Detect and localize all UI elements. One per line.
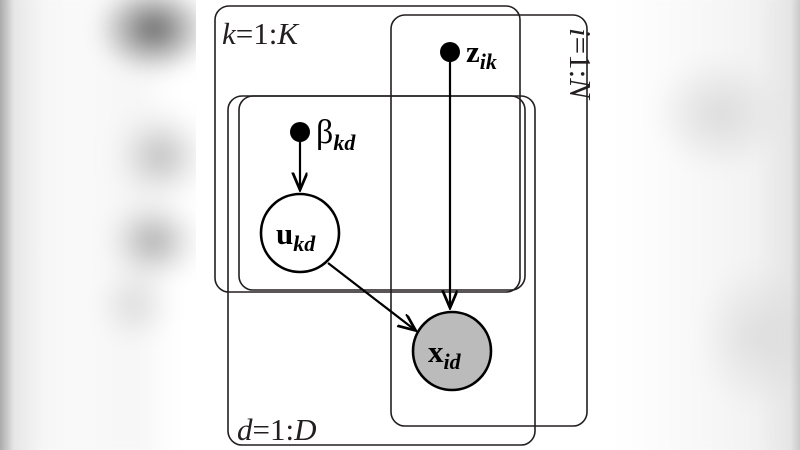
node-beta-label: βkd xyxy=(316,114,356,155)
plate-n: i=1:N xyxy=(390,14,598,427)
node-u-label: ukd xyxy=(276,216,316,256)
node-x[interactable]: xid xyxy=(411,310,493,392)
node-u-circle[interactable] xyxy=(259,192,341,274)
node-x-label: xid xyxy=(428,334,462,374)
plate-k-label: k=1:K xyxy=(222,16,300,51)
node-z[interactable]: zik xyxy=(440,34,497,74)
node-u[interactable]: ukd xyxy=(259,192,341,274)
plate-d: d=1:D xyxy=(227,95,536,447)
plate-k: k=1:K xyxy=(214,5,521,293)
node-x-circle[interactable] xyxy=(411,310,493,392)
plate-d-border xyxy=(227,95,536,446)
node-beta-dot[interactable] xyxy=(290,122,310,142)
node-z-label: zik xyxy=(466,34,497,74)
node-beta[interactable]: βkd xyxy=(290,114,356,155)
plate-n-label: i=1:N xyxy=(563,28,598,101)
plate-n-border xyxy=(390,14,588,427)
plate-k-border xyxy=(214,5,521,293)
plate-d-label: d=1:D xyxy=(237,412,317,447)
edge-u-to-x xyxy=(327,262,415,330)
node-z-dot[interactable] xyxy=(440,42,460,62)
